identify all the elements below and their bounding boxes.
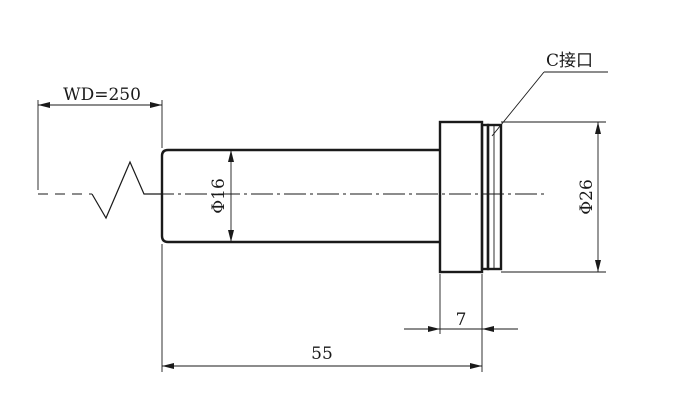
body-diameter-dimension: Φ16 — [209, 150, 234, 242]
c-mount-thread — [480, 123, 503, 271]
c-mount-label: C接口 — [546, 51, 593, 71]
flange-diameter-label: Φ26 — [577, 179, 597, 215]
lens-flange — [438, 120, 484, 274]
flange-width-label: 7 — [456, 310, 467, 330]
wd-dimension: WD=250 — [37, 85, 163, 190]
body-diameter-label: Φ16 — [209, 178, 229, 214]
working-distance-line — [38, 160, 162, 220]
total-length-dimension: 55 — [161, 244, 482, 372]
total-length-label: 55 — [311, 344, 333, 364]
flange-diameter-dimension: Φ26 — [501, 121, 606, 273]
wd-label: WD=250 — [63, 85, 141, 105]
c-mount-leader: C接口 — [491, 51, 608, 137]
lens-body — [160, 148, 440, 244]
flange-width-dimension: 7 — [404, 274, 518, 372]
